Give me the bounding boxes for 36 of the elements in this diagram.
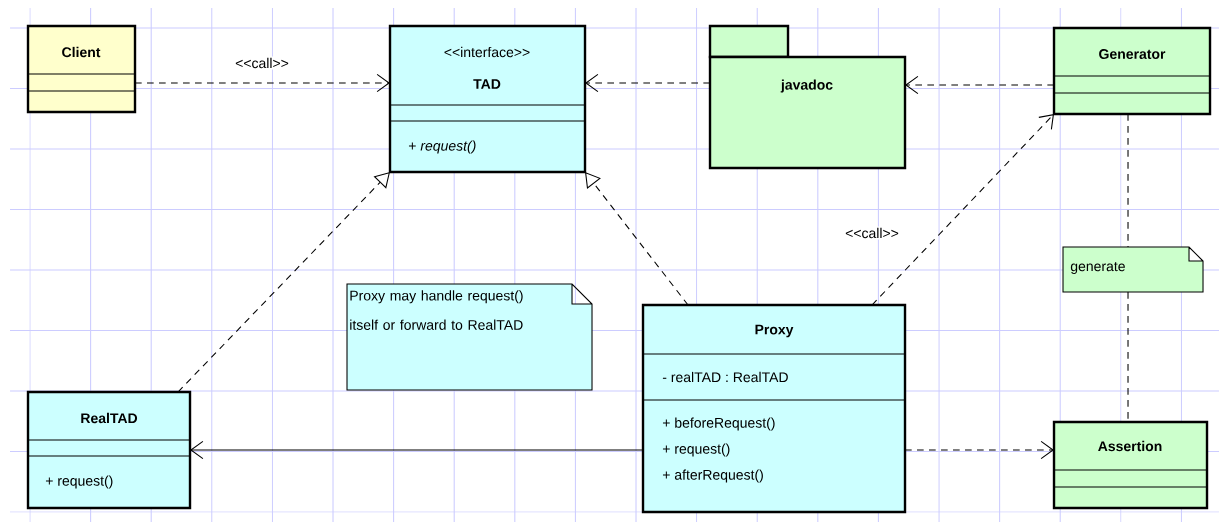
arrow (134, 73, 390, 93)
class-box (26, 390, 192, 510)
arrow (871, 114, 1054, 306)
class-box (1052, 26, 1212, 116)
note-box (346, 283, 593, 391)
class-name: Assertion (1098, 440, 1162, 452)
operation: + request() (408, 140, 476, 154)
arrow (585, 172, 689, 306)
operation: + request() (45, 475, 113, 489)
operation: + request() (662, 443, 730, 457)
class-name: Generator (1099, 49, 1166, 59)
class-name: Client (62, 46, 101, 58)
arrow (905, 75, 1055, 95)
stereotype: <<interface>> (444, 46, 530, 58)
class-box (641, 303, 907, 514)
arrow (904, 440, 1054, 460)
connector-line (1127, 113, 1129, 248)
note-text: generate (1070, 262, 1125, 274)
note-text: Proxy may handle request() itself or forward to RealTAD (350, 290, 523, 330)
edge-label: <<call>> (843, 226, 901, 240)
note-box (1062, 246, 1204, 293)
class-box (26, 24, 137, 114)
class-name: TAD (473, 79, 501, 89)
arrow (190, 440, 644, 460)
arrow (177, 172, 390, 393)
class-box (388, 24, 587, 174)
attribute: - realTAD : RealTAD (662, 371, 788, 383)
package-name: javadoc (780, 79, 833, 93)
operation: + beforeRequest() (662, 417, 775, 431)
operation: + afterRequest() (662, 469, 763, 483)
edge-label: <<call>> (233, 56, 291, 70)
class-name: Proxy (755, 324, 794, 338)
class-name: RealTAD (81, 412, 138, 424)
class-box (1052, 420, 1209, 510)
package-folder (708, 24, 907, 170)
arrow (585, 73, 711, 93)
